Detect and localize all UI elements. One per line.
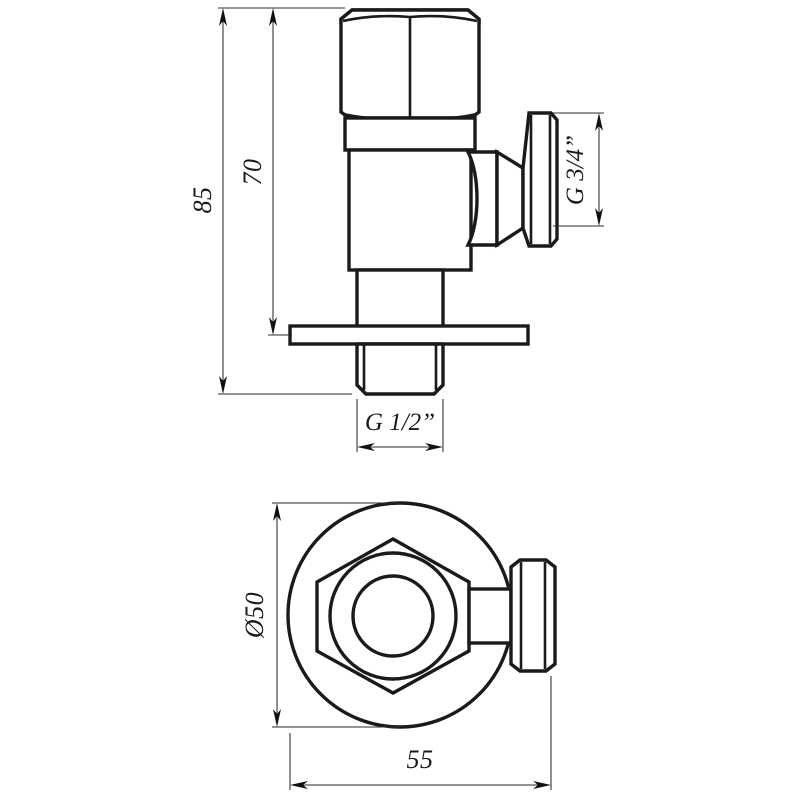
arrow-g12-left — [357, 443, 375, 451]
dim-label-flange-diameter: Ø50 — [240, 592, 269, 639]
arrow-d50-top — [273, 503, 281, 521]
front-elevation-view: 85 70 G 3/4” G 1/2” — [188, 7, 604, 452]
outlet-neck-plan — [467, 587, 513, 645]
arrow-55-right — [533, 781, 551, 789]
arrow-70-top — [269, 8, 277, 26]
valve-main-body — [347, 148, 473, 272]
arrow-g34-bottom — [595, 208, 603, 226]
hex-nut-top-bevel — [342, 14, 478, 23]
outlet-cap — [521, 111, 559, 248]
dim-label-overall-height: 85 — [188, 187, 217, 214]
valve-stem — [355, 268, 445, 334]
center-bore-circle — [351, 574, 435, 658]
dimension-outlet-thread: G 3/4” — [553, 112, 604, 227]
dimension-inlet-thread: G 1/2” — [356, 399, 444, 452]
arrow-85-bottom — [219, 376, 227, 394]
dim-label-body-height: 70 — [238, 159, 267, 186]
dim-label-overall-width: 55 — [407, 745, 434, 774]
collar-band — [343, 116, 477, 152]
outlet-cap-plan — [509, 558, 557, 673]
dim-label-outlet-thread: G 3/4” — [562, 135, 589, 205]
wall-flange-plate — [288, 324, 530, 346]
arrow-85-top — [219, 8, 227, 26]
arrow-70-bottom — [269, 317, 277, 335]
dimension-overall-width: 55 — [289, 676, 552, 790]
outlet-cone — [495, 148, 525, 249]
arrow-g12-right — [425, 443, 443, 451]
bottom-plan-view: Ø50 55 — [240, 501, 557, 790]
dim-label-inlet-thread: G 1/2” — [365, 409, 435, 436]
arrow-d50-bottom — [273, 709, 281, 727]
dimension-flange-diameter: Ø50 — [240, 502, 400, 728]
arrow-55-left — [290, 781, 308, 789]
hex-nut-top — [339, 8, 481, 121]
arrow-g34-top — [595, 113, 603, 131]
side-outlet-assembly — [465, 111, 559, 249]
dimension-overall-height: 85 — [188, 7, 352, 395]
dimension-body-height: 70 — [238, 7, 345, 336]
inlet-thread — [355, 342, 445, 396]
outlet-fillet — [465, 150, 499, 247]
